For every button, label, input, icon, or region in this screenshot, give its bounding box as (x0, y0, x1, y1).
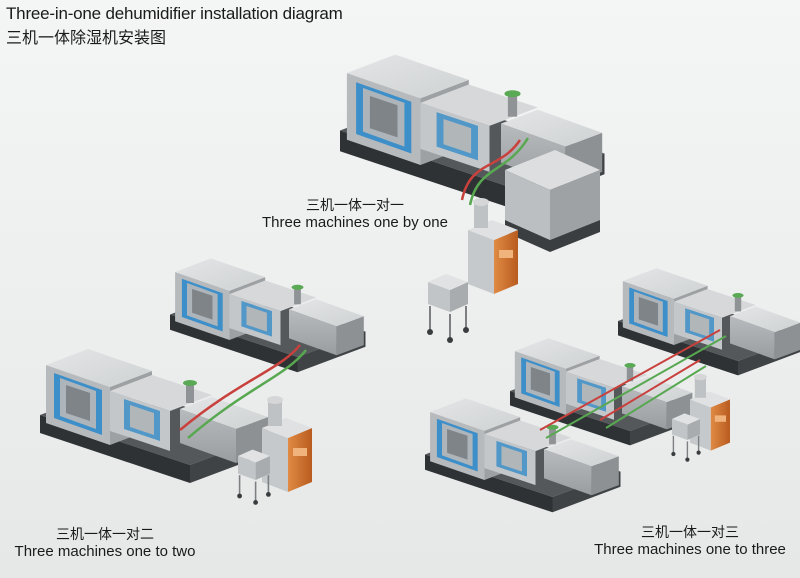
caption-en: Three machines one by one (262, 214, 448, 232)
caption-one-to-two: 三机一体一对二 Three machines one to two (0, 527, 210, 560)
pipe-green (605, 365, 707, 429)
dehumidifier-unit (690, 373, 730, 451)
caption-en: Three machines one to three (594, 541, 786, 559)
pipe-red (539, 329, 721, 431)
caption-one-by-one: 三机一体一对一 Three machines one by one (250, 198, 460, 231)
dehumidifier-unit (262, 396, 312, 492)
caption-zh: 三机一体一对二 (56, 527, 154, 543)
injection-machine (618, 268, 800, 376)
pipe-green (187, 349, 307, 439)
injection-machine (40, 349, 270, 483)
pipe-red (460, 139, 522, 201)
caption-one-to-three: 三机一体一对三 Three machines one to three (585, 525, 795, 558)
pipe-green (545, 335, 727, 439)
config-one-to-three-group (425, 268, 800, 513)
pipe-green (468, 137, 530, 206)
loader-cart (426, 273, 470, 344)
pipe-red (599, 359, 701, 421)
extra-machine-block (505, 150, 600, 252)
config-one-by-one-group (340, 54, 605, 344)
caption-zh: 三机一体一对三 (641, 525, 739, 541)
injection-machine (170, 258, 366, 373)
pipe-red (179, 344, 301, 431)
diagram-title-en: Three-in-one dehumidifier installation d… (6, 4, 343, 23)
caption-en: Three machines one to two (14, 543, 196, 561)
config-one-to-two-group (40, 258, 366, 506)
caption-zh: 三机一体一对一 (306, 198, 404, 214)
diagram-title-zh: 三机一体除湿机安装图 (6, 28, 167, 47)
